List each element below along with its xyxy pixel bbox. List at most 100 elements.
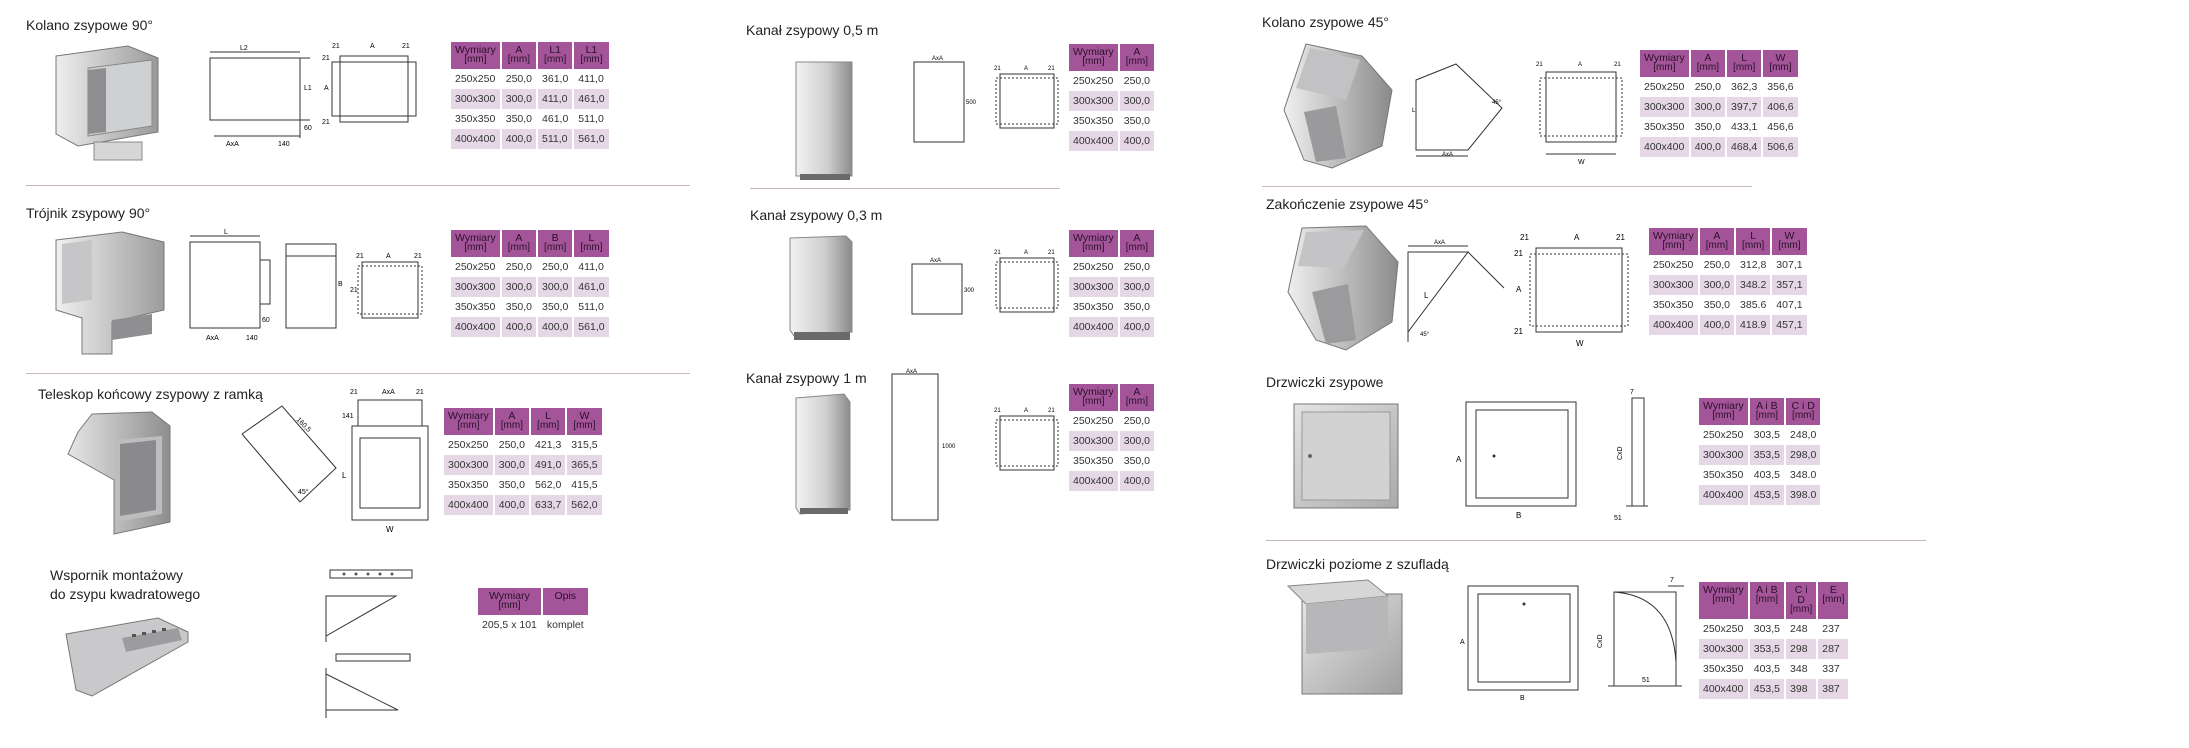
svg-text:21: 21 bbox=[414, 253, 422, 260]
kanal-03-side-drawing: AxA 300 bbox=[911, 258, 975, 315]
svg-text:7: 7 bbox=[1670, 577, 1674, 584]
svg-text:21: 21 bbox=[332, 43, 340, 50]
product-title: Kolano zsypowe 90° bbox=[26, 17, 154, 33]
svg-text:21: 21 bbox=[994, 66, 1001, 72]
svg-text:160,5: 160,5 bbox=[295, 416, 312, 433]
teleskop-side-drawing: 160,5 45° bbox=[241, 405, 337, 503]
svg-text:141: 141 bbox=[342, 413, 354, 420]
svg-text:L2: L2 bbox=[240, 45, 248, 52]
col-header: Wymiary[mm] bbox=[1699, 396, 1748, 425]
svg-text:140: 140 bbox=[246, 335, 258, 342]
svg-text:60: 60 bbox=[262, 317, 270, 324]
col-header: A[mm] bbox=[501, 40, 537, 69]
svg-text:21: 21 bbox=[1514, 249, 1523, 258]
svg-text:21: 21 bbox=[994, 408, 1001, 414]
svg-text:21: 21 bbox=[350, 287, 358, 294]
col-header: Wymiary[mm] bbox=[1069, 382, 1118, 411]
col-header: A[mm] bbox=[494, 406, 530, 435]
kanal-03-section-drawing: 21 A 21 bbox=[994, 250, 1059, 313]
col-header: C i D[mm] bbox=[1786, 396, 1821, 425]
kolano-45-side-drawing: L AxA 45° bbox=[1412, 63, 1503, 158]
svg-text:AxA: AxA bbox=[206, 335, 219, 342]
col-header: Wymiary[mm] bbox=[478, 586, 541, 615]
product-title: Kanał zsypowy 0,5 m bbox=[746, 22, 879, 38]
section-divider bbox=[26, 185, 690, 186]
svg-text:AxA: AxA bbox=[930, 258, 941, 264]
svg-text:AxA: AxA bbox=[1434, 240, 1445, 246]
svg-text:A: A bbox=[1024, 408, 1028, 414]
col-header: W[mm] bbox=[567, 406, 602, 435]
col-header: L1[mm] bbox=[538, 40, 573, 69]
kanal-05-photo bbox=[795, 61, 853, 180]
svg-text:A: A bbox=[1574, 233, 1580, 242]
svg-text:51: 51 bbox=[1614, 515, 1622, 522]
col-header: Opis bbox=[542, 586, 588, 615]
svg-text:AxA: AxA bbox=[226, 141, 239, 148]
svg-text:300: 300 bbox=[964, 288, 975, 294]
svg-text:L: L bbox=[1424, 291, 1429, 300]
svg-text:A: A bbox=[1516, 285, 1522, 294]
product-title: Zakończenie zsypowe 45° bbox=[1266, 196, 1429, 212]
col-header: Wymiary[mm] bbox=[1069, 228, 1118, 257]
svg-text:L: L bbox=[224, 229, 228, 236]
col-header: L1[mm] bbox=[574, 40, 609, 69]
svg-text:21: 21 bbox=[1616, 233, 1625, 242]
kanal-05-section-drawing: 21 A 21 bbox=[994, 66, 1059, 129]
svg-text:60: 60 bbox=[304, 125, 312, 132]
svg-text:A: A bbox=[324, 85, 329, 92]
svg-text:A: A bbox=[1578, 62, 1582, 68]
col-header: Wymiary[mm] bbox=[451, 228, 500, 257]
drzwiczki-poziome-photo bbox=[1286, 579, 1403, 695]
product-title: Drzwiczki zsypowe bbox=[1266, 374, 1384, 390]
kanal-1-photo bbox=[795, 393, 851, 515]
svg-text:CxD: CxD bbox=[1617, 446, 1624, 460]
col-header: Wymiary[mm] bbox=[451, 40, 500, 69]
svg-text:21: 21 bbox=[1514, 327, 1523, 336]
svg-text:21: 21 bbox=[322, 119, 330, 126]
product-title: Trójnik zsypowy 90° bbox=[26, 205, 151, 221]
product-title: Teleskop końcowy zsypowy z ramką bbox=[38, 386, 263, 402]
kanal-03-photo bbox=[789, 235, 853, 340]
svg-text:A: A bbox=[370, 43, 375, 50]
product-title: Drzwiczki poziome z szufladą bbox=[1266, 556, 1449, 572]
drzwiczki-side-drawing: 7 CxD 51 bbox=[1614, 389, 1648, 522]
kanal-05-side-drawing: AxA 500 bbox=[913, 56, 977, 143]
product-title-line2: do zsypu kwadratowego bbox=[50, 586, 201, 602]
svg-text:45°: 45° bbox=[1420, 332, 1430, 338]
svg-text:21: 21 bbox=[1048, 408, 1055, 414]
svg-text:A: A bbox=[1024, 66, 1028, 72]
col-header: Wymiary[mm] bbox=[1640, 48, 1689, 77]
zakonczenie-45-photo bbox=[1287, 225, 1399, 351]
kolano-90-drawing: L2 L1 AxA 140 60 A A 21 21 21 21 bbox=[209, 43, 417, 148]
svg-text:B: B bbox=[338, 281, 343, 288]
svg-text:A: A bbox=[1456, 455, 1462, 464]
kolano-45-section-drawing: 21 A 21 W bbox=[1536, 62, 1623, 166]
svg-text:500: 500 bbox=[966, 100, 977, 106]
